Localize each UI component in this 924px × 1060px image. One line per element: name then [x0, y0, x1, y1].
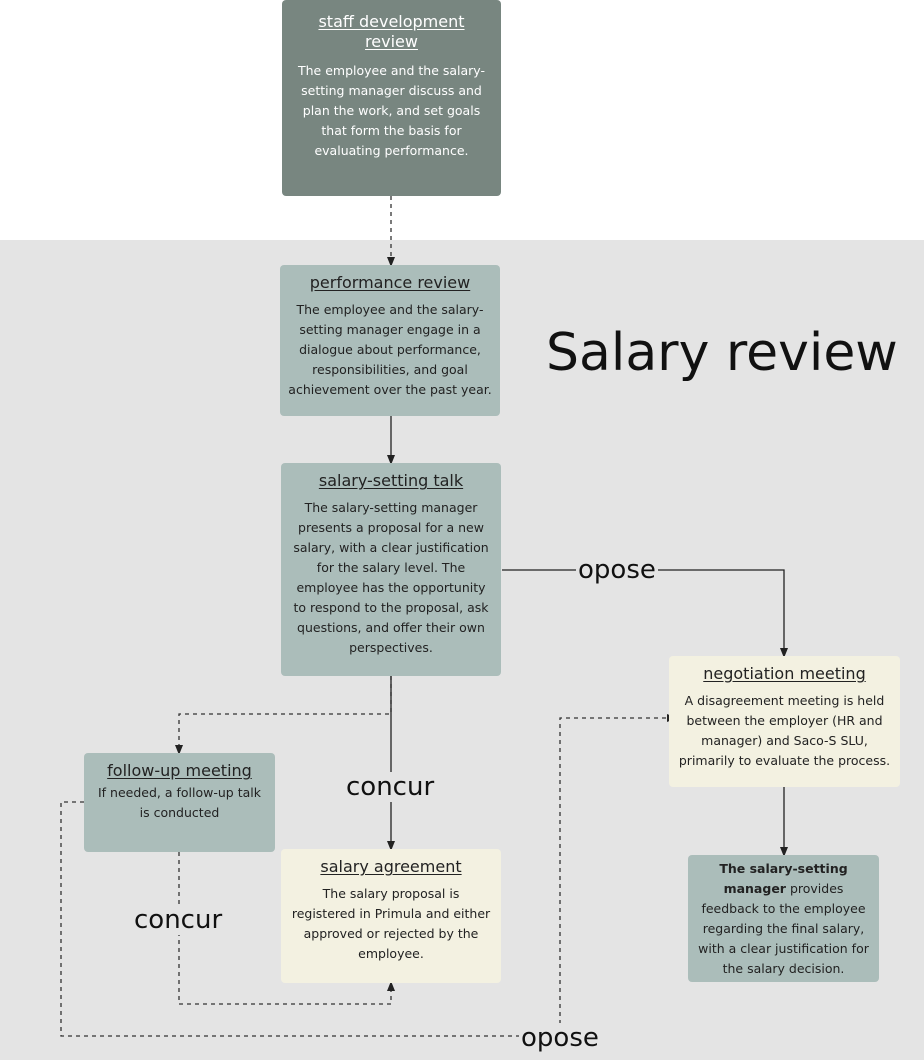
node-title: staff development review	[318, 12, 465, 51]
node-body: The salary proposal is registered in Pri…	[291, 886, 491, 961]
node-manager-feedback: The salary-setting manager provides feed…	[688, 855, 879, 982]
edge-followup-to-negotiation	[60, 714, 677, 1037]
diagram-title: Salary review	[546, 323, 898, 383]
node-negotiation-meeting: negotiation meeting A disagreement meeti…	[669, 656, 900, 787]
edge-salary-talk-to-followup	[175, 676, 392, 755]
node-body: The salary-setting manager presents a pr…	[293, 500, 489, 655]
node-salary-agreement: salary agreement The salary proposal is …	[281, 849, 501, 983]
node-body: The employee and the salary-setting mana…	[297, 63, 485, 158]
edge-label-concur-left: concur	[132, 905, 225, 935]
node-body: The salary-setting manager provides feed…	[696, 859, 871, 979]
node-title: negotiation meeting	[703, 664, 866, 683]
node-salary-setting-talk: salary-setting talk The salary-setting m…	[281, 463, 501, 676]
node-body-text: provides feedback to the employee regard…	[698, 881, 869, 976]
node-staff-development-review: staff development review The employee an…	[282, 0, 501, 196]
edge-label-concur-center: concur	[344, 772, 437, 802]
node-follow-up-meeting: follow-up meeting If needed, a follow-up…	[84, 753, 275, 852]
edge-label-opose-top: opose	[576, 555, 658, 585]
node-performance-review: performance review The employee and the …	[280, 265, 500, 416]
node-body: The employee and the salary-setting mana…	[288, 302, 492, 397]
node-title: salary-setting talk	[318, 471, 464, 490]
node-title: salary agreement	[320, 857, 462, 876]
node-title: follow-up meeting	[107, 761, 252, 780]
edge-label-opose-bottom: opose	[519, 1023, 601, 1053]
node-body: A disagreement meeting is held between t…	[678, 693, 891, 768]
node-title: performance review	[309, 273, 471, 292]
node-bold-lead: The salary-setting manager	[719, 861, 848, 896]
node-body: If needed, a follow-up talk is conducted	[98, 785, 261, 820]
